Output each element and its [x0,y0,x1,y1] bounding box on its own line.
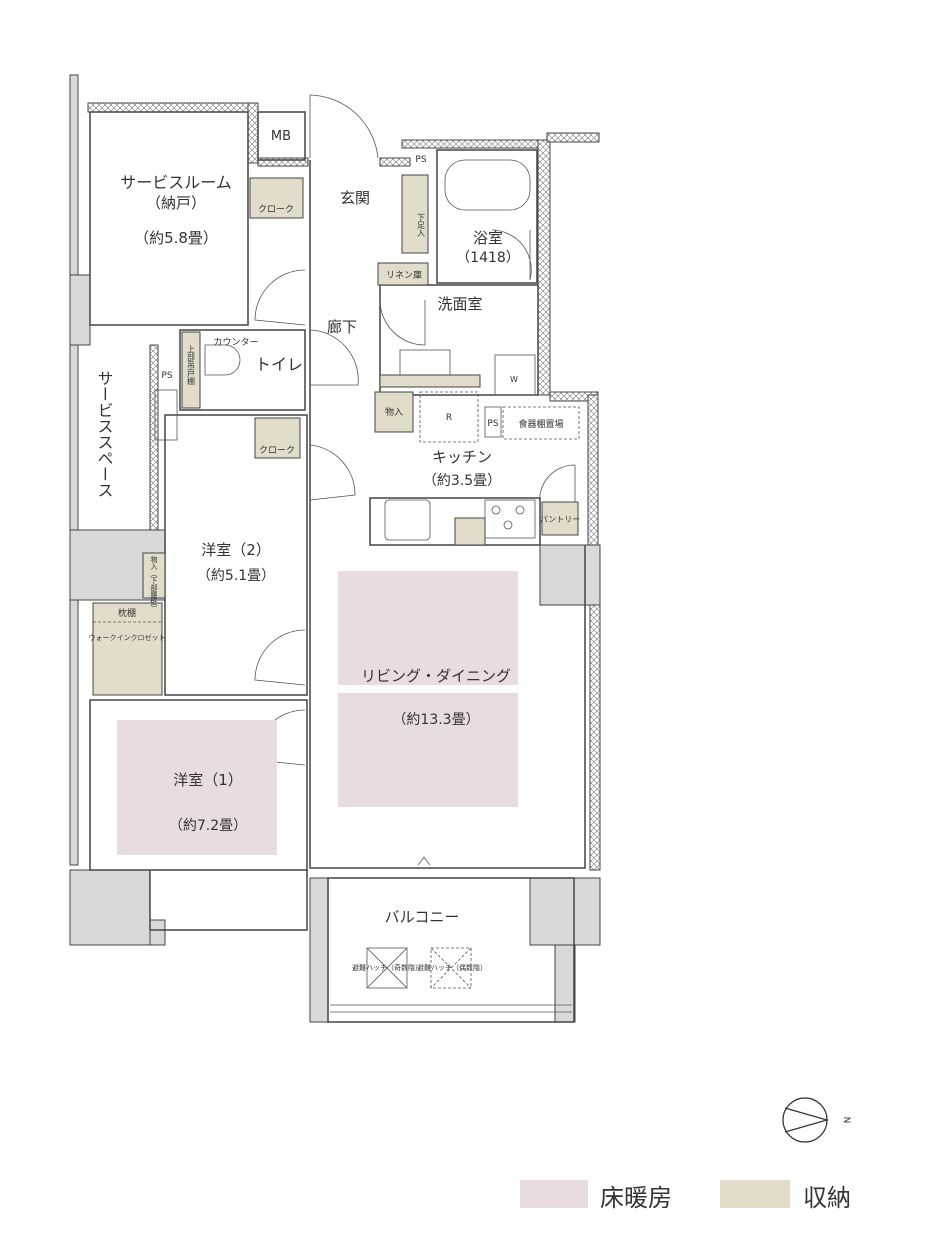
kitchen-area: （約3.5畳） [423,473,501,489]
storage-areas [92,174,579,989]
legend-floor-heating: 床暖房 [600,1184,672,1212]
toilet-label: トイレ [255,355,303,374]
shoe-storage-label: 下足入 [417,213,426,237]
legend-swatch-storage [720,1180,790,1208]
north-arrow-icon: N [782,1097,851,1143]
bath-label: 浴室 [473,229,503,247]
storage-hall-label: 物入 [385,406,403,418]
cloak1-label: クローク [258,204,294,215]
floor-heating-areas [117,571,518,855]
dish-shelf-label: 食器棚置場 [518,418,563,430]
service-space-label: サービススペース [95,370,114,498]
pillow-shelf-label: 枕棚 [118,607,136,619]
room1-label: 洋室（1） [173,771,243,789]
service-room-sub: （納戸） [146,194,206,212]
storage-room2-label: 物入（下部腰壁） [150,555,158,612]
legend-swatch-floor-heating [520,1180,588,1208]
bath-size: （1418） [456,250,520,266]
washroom-label: 洗面室 [437,295,482,313]
room2-label: 洋室（2） [201,541,271,559]
exterior-walls [87,102,601,871]
room1-area: （約7.2畳） [169,818,247,834]
washer-label: W [510,375,518,384]
balcony-label: バルコニー [385,908,460,926]
living-label: リビング・ダイニング [361,667,511,685]
ps-top-label: PS [415,155,426,165]
kitchen-label: キッチン [432,448,492,466]
entrance-label: 玄関 [340,189,370,207]
service-room-label: サービスルーム [120,173,232,192]
cloak2-label: クローク [259,445,295,456]
service-room-area: （約5.8畳） [134,229,218,247]
counter-label: カウンター [213,337,258,348]
pantry-label: パントリー [540,515,580,524]
ps-left-label: PS [161,371,172,381]
hatch-even-label: 避難ハッチ（偶数階） [417,963,487,972]
living-area: （約13.3畳） [392,712,479,728]
legend-storage: 収納 [803,1184,851,1212]
upper-cabinet-label: 上部吊戸棚 [187,345,196,386]
linen-label: リネン庫 [386,269,422,281]
mb-label: MB [271,129,291,144]
room2-area: （約5.1畳） [197,568,275,584]
ps-kitchen-label: PS [487,419,498,429]
hatch-odd-label: 避難ハッチ（奇数階） [352,963,422,972]
corridor-label: 廊下 [327,318,357,336]
walk-in-closet-label: ウォークインクロゼット [89,633,166,642]
fridge-label: R [446,413,452,423]
room-labels: サービスルーム （納戸） （約5.8畳） MB クローク 玄関 下足入 PS 浴… [89,129,581,972]
compass-label: N [841,1117,851,1124]
